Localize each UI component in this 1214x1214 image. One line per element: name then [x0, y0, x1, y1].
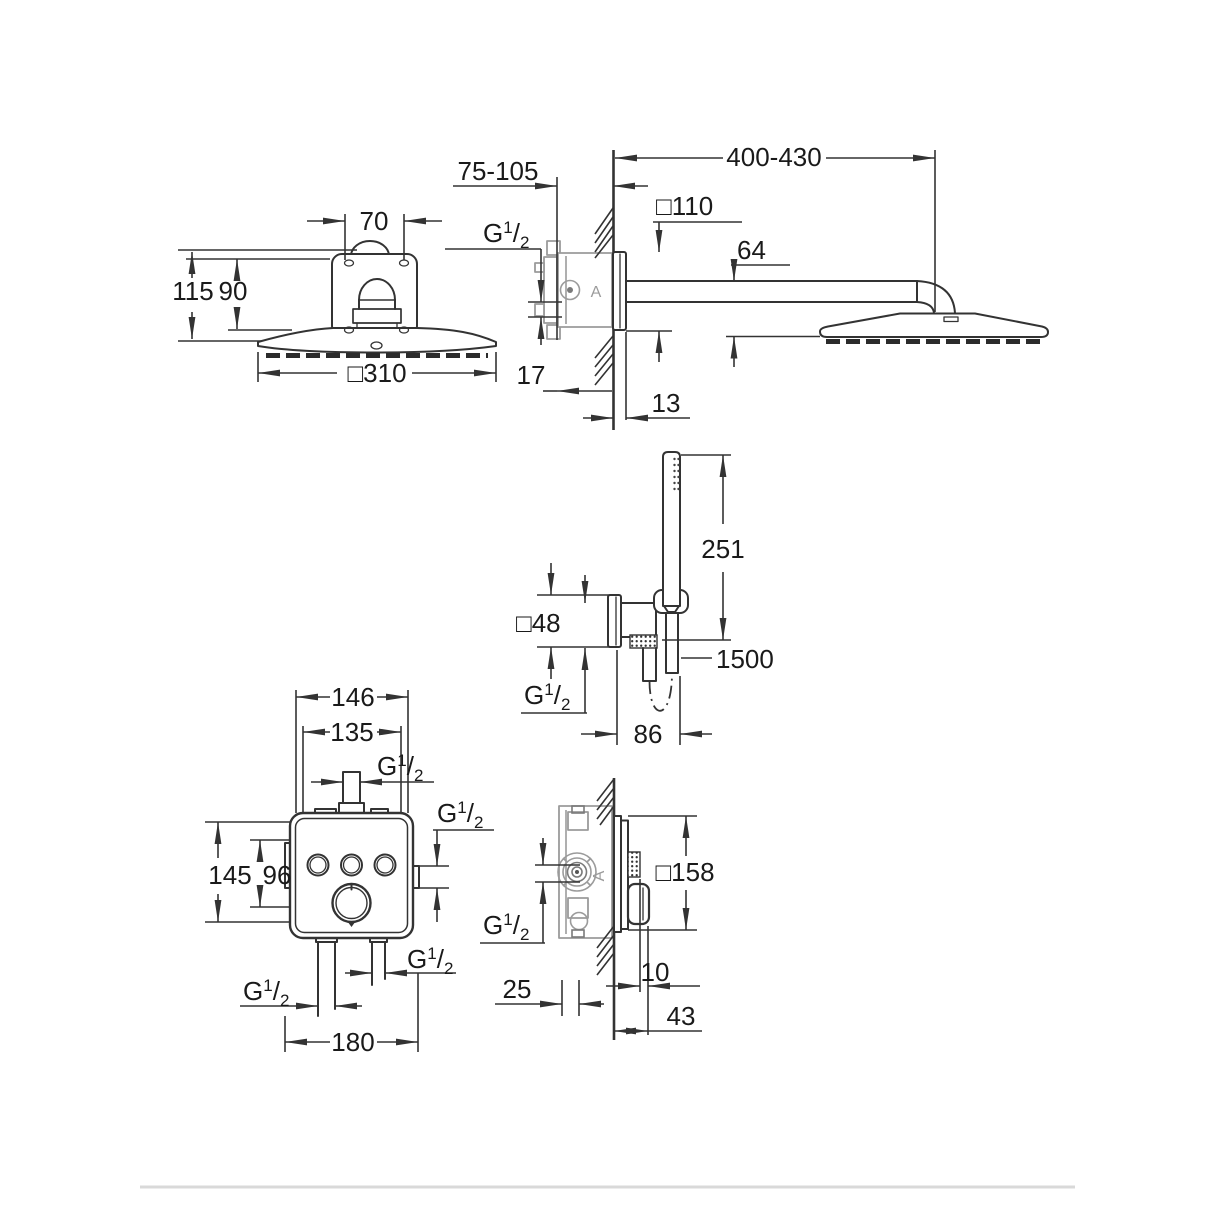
dim-label-25: 25 [503, 974, 532, 1004]
dim-label-135: 135 [330, 717, 373, 747]
dimension-labels: 70 115 90 □310 75-105 400-430 □110 64 17… [172, 142, 821, 1057]
wall-hatching [594, 207, 614, 259]
wall-hatching [594, 335, 614, 386]
dim-label-75-105: 75-105 [458, 156, 539, 186]
arm-end-profile [358, 278, 396, 301]
pipe-collar [338, 802, 365, 814]
thread-label-g12-bottom-left: G1/2 [243, 976, 289, 1010]
dim-label-180: 180 [331, 1027, 374, 1057]
head-shower-side-view: A [445, 150, 1049, 430]
hose-to-handle [665, 612, 679, 674]
wall-hatching [596, 925, 615, 976]
dim-label-310: □310 [347, 358, 406, 388]
shower-plate [257, 327, 497, 354]
dim-label-400-430: 400-430 [726, 142, 821, 172]
wall-hatching [596, 778, 615, 826]
knob-side [626, 882, 651, 926]
thread-label-g12-outlet: G1/2 [524, 680, 570, 714]
thermostat-front-view [205, 690, 494, 1052]
dim-label-64: 64 [737, 235, 766, 265]
dim-label-10: 10 [641, 957, 670, 987]
thread-label-g12-side: G1/2 [483, 910, 529, 944]
dim-label-86: 86 [634, 719, 663, 749]
dim-label-90: 90 [219, 276, 248, 306]
top-supply-pipe [342, 771, 361, 804]
thread-label-g12-top: G1/2 [377, 751, 423, 785]
hand-shower-view [521, 451, 731, 745]
select-buttons [306, 853, 397, 877]
body-marker-a: A [591, 284, 602, 301]
spray-face-dots [673, 457, 680, 491]
dim-label-110: □110 [656, 191, 713, 221]
mounting-rail [543, 256, 558, 324]
bottom-pipe-right [371, 941, 386, 986]
dim-label-145: 145 [208, 860, 251, 890]
thread-label-g12-supply: G1/2 [483, 218, 529, 252]
thermostat-cartridge [557, 852, 597, 892]
hand-shower-stick [662, 451, 681, 607]
dim-label-158: □158 [655, 857, 714, 887]
body-marker-a: A [591, 870, 608, 881]
hose-nut [629, 634, 658, 649]
thread-label-g12-right: G1/2 [437, 798, 483, 832]
trim-plate-back [613, 815, 622, 933]
hose-upper [642, 647, 657, 682]
bottom-pipe-left [317, 941, 336, 1017]
thermostat-knob [331, 882, 372, 927]
dim-label-146: 146 [331, 682, 374, 712]
dim-label-96: 96 [263, 860, 292, 890]
dim-label-13: 13 [652, 388, 681, 418]
outlet-flange [607, 594, 622, 648]
dim-label-251: 251 [701, 534, 744, 564]
dim-label-48: □48 [516, 608, 561, 638]
shower-head-profile [819, 312, 1049, 338]
dim-label-43: 43 [667, 1001, 696, 1031]
thread-label-g12-bottom-right: G1/2 [407, 944, 453, 978]
stick-cone [663, 605, 680, 613]
dim-label-1500: 1500 [716, 644, 774, 674]
hose-loop [648, 672, 673, 712]
head-shower-rear-view [178, 214, 497, 382]
shower-arm [625, 280, 918, 303]
dim-label-17: 17 [517, 360, 546, 390]
dim-label-70: 70 [360, 206, 389, 236]
thermostat-side-view: A [480, 778, 702, 1040]
select-button-side [627, 851, 641, 878]
holder-body [619, 602, 657, 638]
dim-label-115: 115 [172, 276, 213, 306]
